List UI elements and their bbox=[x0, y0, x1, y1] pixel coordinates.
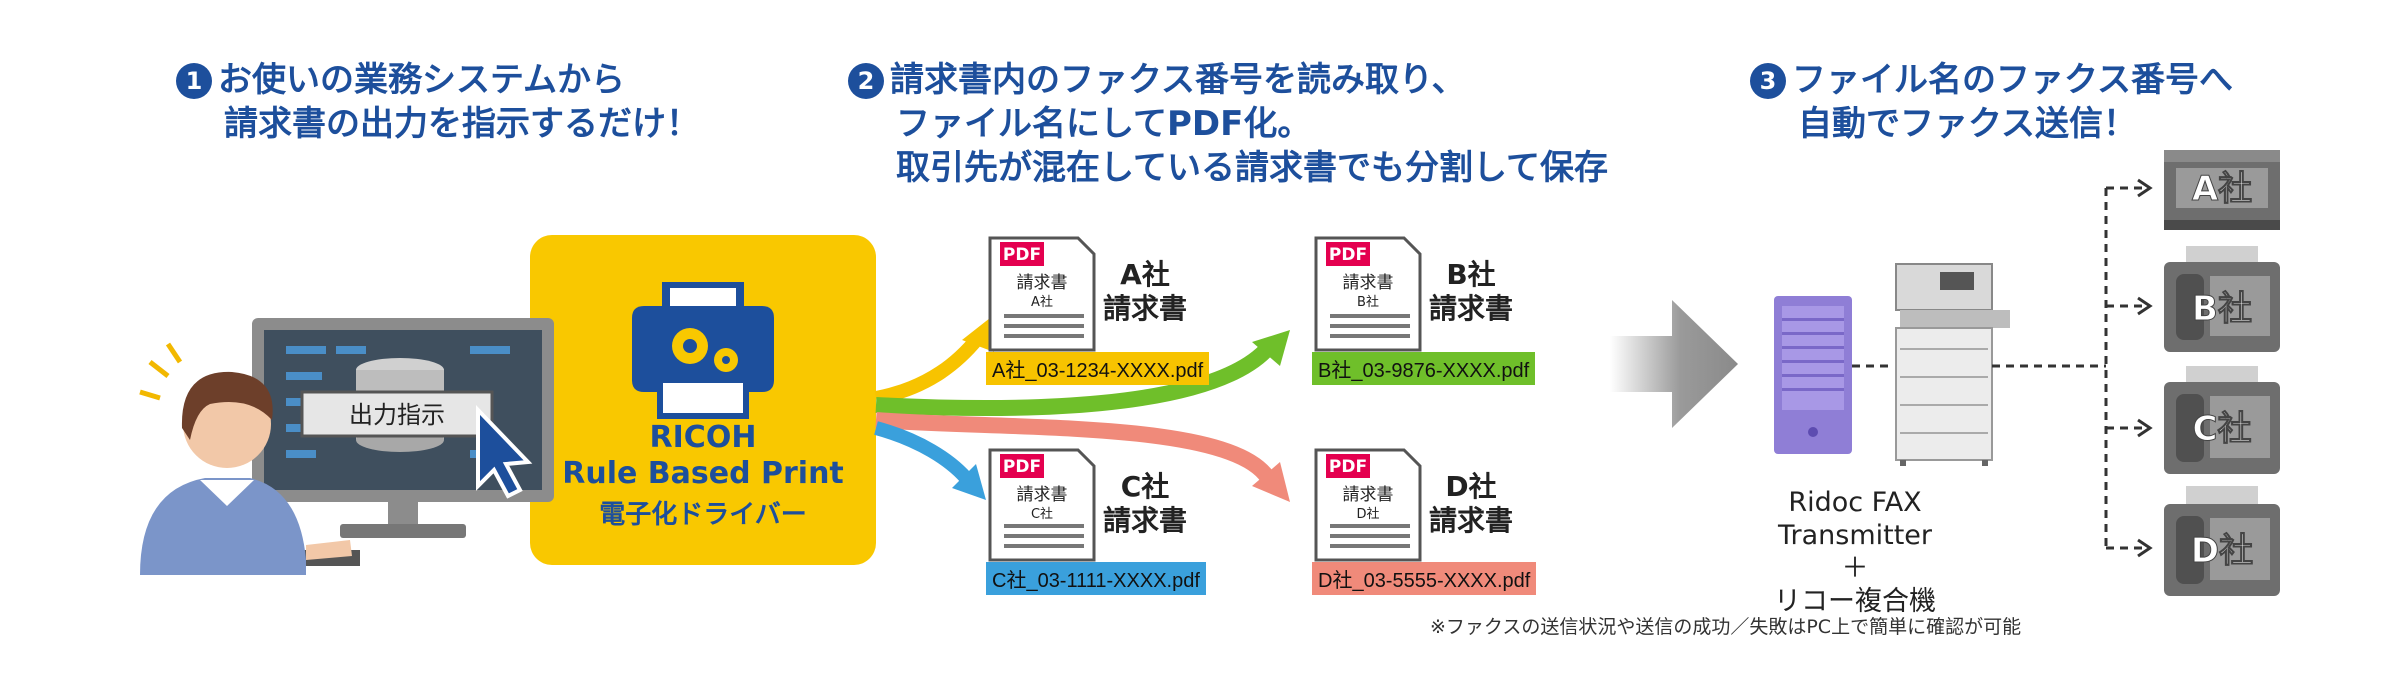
person-illustration bbox=[139, 342, 360, 575]
fax-system-label: Ridoc FAX Transmitter ＋ リコー複合機 bbox=[1710, 486, 2000, 618]
fax-machine-a bbox=[2164, 150, 2280, 230]
fax-label-a: A社 bbox=[2192, 169, 2252, 209]
fax-system-line-2: ＋ bbox=[1841, 553, 1869, 584]
doc-company-c: C社 bbox=[1031, 506, 1053, 522]
fax-machine-b bbox=[2164, 246, 2280, 352]
step-1-line-2: 請求書の出力を指示するだけ！ bbox=[224, 104, 700, 144]
doc-label-c: 請求書 bbox=[1017, 485, 1068, 505]
doc-title-c-company: C社 bbox=[1120, 470, 1170, 503]
doc-title-c: C社 請求書 bbox=[1100, 470, 1190, 538]
arrow-to-a bbox=[874, 333, 984, 405]
cursor-arrow-icon bbox=[476, 405, 533, 499]
filename-tag-a: A社_03-1234-XXXX.pdf bbox=[986, 352, 1210, 385]
doc-company-a: A社 bbox=[1031, 294, 1053, 310]
filename-tag-c: C社_03-1111-XXXX.pdf bbox=[986, 562, 1206, 595]
printer-gear-icon bbox=[632, 282, 774, 419]
pdf-badge-a: PDF bbox=[1003, 245, 1041, 265]
doc-label-a: 請求書 bbox=[1017, 273, 1068, 293]
fax-label-d: D社 bbox=[2191, 531, 2253, 571]
pdf-badge-c: PDF bbox=[1003, 457, 1041, 477]
server-tower bbox=[1774, 296, 1852, 454]
step-3-line-1: ファイル名のファクス番号へ bbox=[1792, 60, 2233, 100]
arrow-to-b bbox=[875, 342, 1274, 417]
doc-title-b: B社 請求書 bbox=[1426, 258, 1516, 326]
doc-title-d-company: D社 bbox=[1445, 470, 1497, 503]
pdf-document-d bbox=[1314, 448, 1422, 562]
doc-company-b: B社 bbox=[1357, 294, 1379, 310]
output-button-label: 出力指示 bbox=[349, 401, 445, 429]
doc-title-b-company: B社 bbox=[1446, 258, 1496, 291]
output-button[interactable] bbox=[300, 390, 494, 438]
doc-title-a-label: 請求書 bbox=[1102, 292, 1187, 325]
fax-machine-d bbox=[2164, 486, 2280, 596]
driver-name-1: RICOH bbox=[649, 420, 757, 455]
doc-title-c-label: 請求書 bbox=[1102, 504, 1187, 537]
fax-system-line-3: リコー複合機 bbox=[1774, 586, 1936, 617]
pdf-document-a bbox=[988, 236, 1096, 352]
doc-label-d: 請求書 bbox=[1343, 485, 1394, 505]
footnote: ※ファクスの送信状況や送信の成功／失敗はPC上で簡単に確認が可能 bbox=[1430, 616, 2022, 638]
arrow-to-d bbox=[875, 412, 1275, 484]
arrow-to-c bbox=[874, 421, 972, 483]
doc-company-d: D社 bbox=[1356, 506, 1379, 522]
doc-title-d: D社 請求書 bbox=[1426, 470, 1516, 538]
step-3-line-2: 自動でファクス送信！ bbox=[1798, 104, 2137, 144]
driver-name-3: 電子化ドライバー bbox=[599, 500, 807, 530]
step-1-number: 1 bbox=[176, 63, 212, 99]
fax-machine-c bbox=[2164, 366, 2280, 474]
pdf-badge-d: PDF bbox=[1329, 457, 1367, 477]
doc-label-b: 請求書 bbox=[1343, 273, 1394, 293]
step-2-line-1: 請求書内のファクス番号を読み取り、 bbox=[890, 60, 1466, 100]
doc-title-a-company: A社 bbox=[1120, 258, 1170, 291]
flow-arrow bbox=[1610, 300, 1738, 428]
filename-tag-d: D社_03-5555-XXXX.pdf bbox=[1312, 562, 1537, 595]
driver-name-2: Rule Based Print bbox=[562, 456, 844, 491]
multifunction-printer bbox=[1895, 263, 2010, 466]
pdf-document-b bbox=[1314, 236, 1422, 352]
filename-tag-b: B社_03-9876-XXXX.pdf bbox=[1312, 352, 1536, 385]
step-3-number: 3 bbox=[1750, 63, 1786, 99]
fax-label-c: C社 bbox=[2193, 409, 2252, 449]
step-2-line-2: ファイル名にしてPDF化。 bbox=[896, 104, 1312, 144]
fax-system-line-1: Ridoc FAX Transmitter bbox=[1777, 487, 1933, 551]
pdf-badge-b: PDF bbox=[1329, 245, 1367, 265]
step-1-line-1: お使いの業務システムから bbox=[218, 60, 625, 100]
doc-title-a: A社 請求書 bbox=[1100, 258, 1190, 326]
step-2-number: 2 bbox=[848, 63, 884, 99]
step-2-line-3: 取引先が混在している請求書でも分割して保存 bbox=[896, 148, 1608, 188]
doc-title-b-label: 請求書 bbox=[1428, 292, 1513, 325]
doc-title-d-label: 請求書 bbox=[1428, 504, 1513, 537]
fax-label-b: B社 bbox=[2192, 289, 2252, 329]
pdf-document-c bbox=[988, 448, 1096, 562]
